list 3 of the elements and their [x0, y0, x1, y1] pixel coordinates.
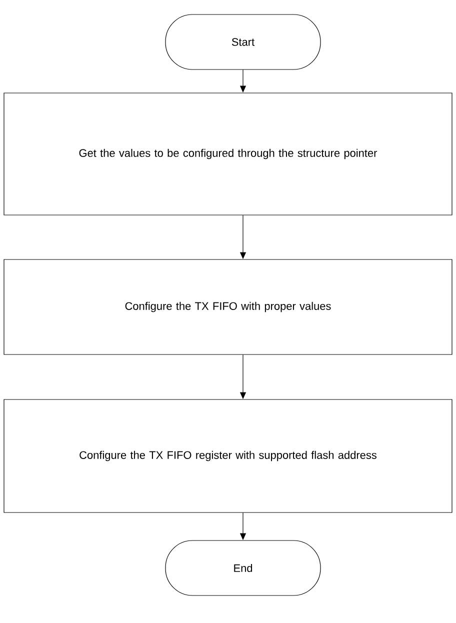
process-box: Get the values to be configured through the structure pointer: [4, 92, 452, 216]
process-box: Configure the TX FIFO register with supported flash address: [4, 399, 452, 513]
process-box: Configure the TX FIFO with proper values: [4, 259, 452, 355]
